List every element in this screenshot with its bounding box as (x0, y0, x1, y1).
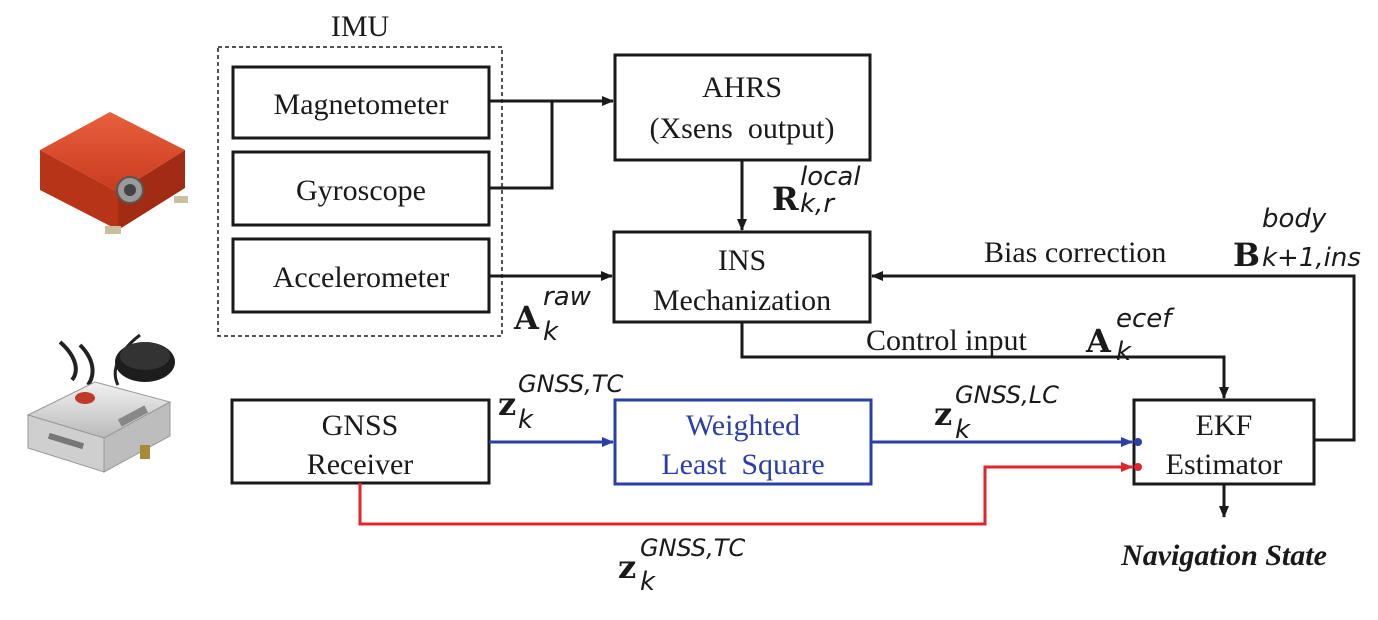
wls-label-line2: Least Square (661, 448, 824, 481)
z-tc-bottom-sup: GNSS,TC (640, 534, 745, 562)
ekf-to-ins-bias-arrow (871, 271, 1356, 442)
bias-correction-label: Bias correction (984, 236, 1166, 269)
ekf-label-line1: EKF (1196, 409, 1253, 442)
magnetometer-block: Magnetometer (231, 65, 491, 140)
a-ecef-sup: ecef (1116, 304, 1175, 334)
z-tc-bottom-label: z (618, 548, 636, 586)
gnss-label-line1: GNSS (322, 409, 399, 442)
r-local-label: R (772, 180, 799, 218)
a-raw-sup: raw (543, 282, 592, 312)
ins-label-line2: Mechanization (653, 284, 831, 317)
imu-title: IMU (331, 10, 390, 43)
z-tc-top-label: z (498, 385, 516, 423)
navigation-state-label: Navigation State (1120, 539, 1327, 572)
r-local-sup: local (800, 162, 861, 192)
ins-label-line1: INS (718, 244, 766, 277)
weighted-least-square-block: Weighted Least Square (613, 398, 873, 486)
ekf-estimator-block: EKF Estimator (1132, 398, 1316, 486)
gyroscope-to-ahrs-line (489, 101, 554, 190)
a-ecef-sub: k (1116, 337, 1132, 367)
ins-mechanization-block: INS Mechanization (612, 230, 872, 324)
a-raw-label: A (513, 299, 540, 337)
imu-group-boundary (217, 46, 503, 337)
z-lc-sub: k (955, 415, 971, 445)
accelerometer-label: Accelerometer (273, 261, 450, 294)
r-local-sub: k,r (800, 189, 836, 219)
wls-label-line1: Weighted (686, 409, 800, 442)
z-tc-top-sup: GNSS,TC (518, 370, 623, 398)
b-body-label: B (1233, 236, 1260, 274)
ahrs-label-line1: AHRS (702, 71, 782, 104)
z-tc-bottom-sub: k (640, 567, 656, 597)
xsens-imu-device-icon (40, 112, 188, 234)
gnss-ekf-junction-dot (1134, 463, 1142, 471)
ublox-gnss-receiver-icon (26, 333, 175, 473)
z-lc-label: z (934, 395, 952, 433)
ahrs-label-line2: (Xsens output) (650, 112, 835, 145)
z-tc-top-sub: k (518, 405, 534, 435)
ekf-label-line2: Estimator (1166, 448, 1283, 481)
gyroscope-block: Gyroscope (231, 150, 491, 227)
b-body-sup: body (1262, 204, 1327, 234)
gnss-to-ekf-tc-arrow (358, 462, 1133, 526)
magnetometer-label: Magnetometer (274, 88, 449, 121)
wls-ekf-junction-dot (1134, 438, 1142, 446)
ins-to-ekf-control-arrow (740, 322, 1229, 399)
a-raw-sub: k (543, 317, 559, 347)
ahrs-block: AHRS (Xsens output) (613, 53, 872, 162)
accelerometer-block: Accelerometer (231, 237, 491, 314)
gyroscope-label: Gyroscope (296, 174, 426, 207)
gnss-receiver-block: GNSS Receiver (230, 398, 491, 485)
control-input-label: Control input (866, 324, 1028, 357)
b-body-sub: k+1,ins (1262, 243, 1361, 273)
gnss-label-line2: Receiver (307, 448, 414, 481)
z-lc-sup: GNSS,LC (955, 381, 1059, 409)
a-ecef-label: A (1085, 322, 1112, 360)
